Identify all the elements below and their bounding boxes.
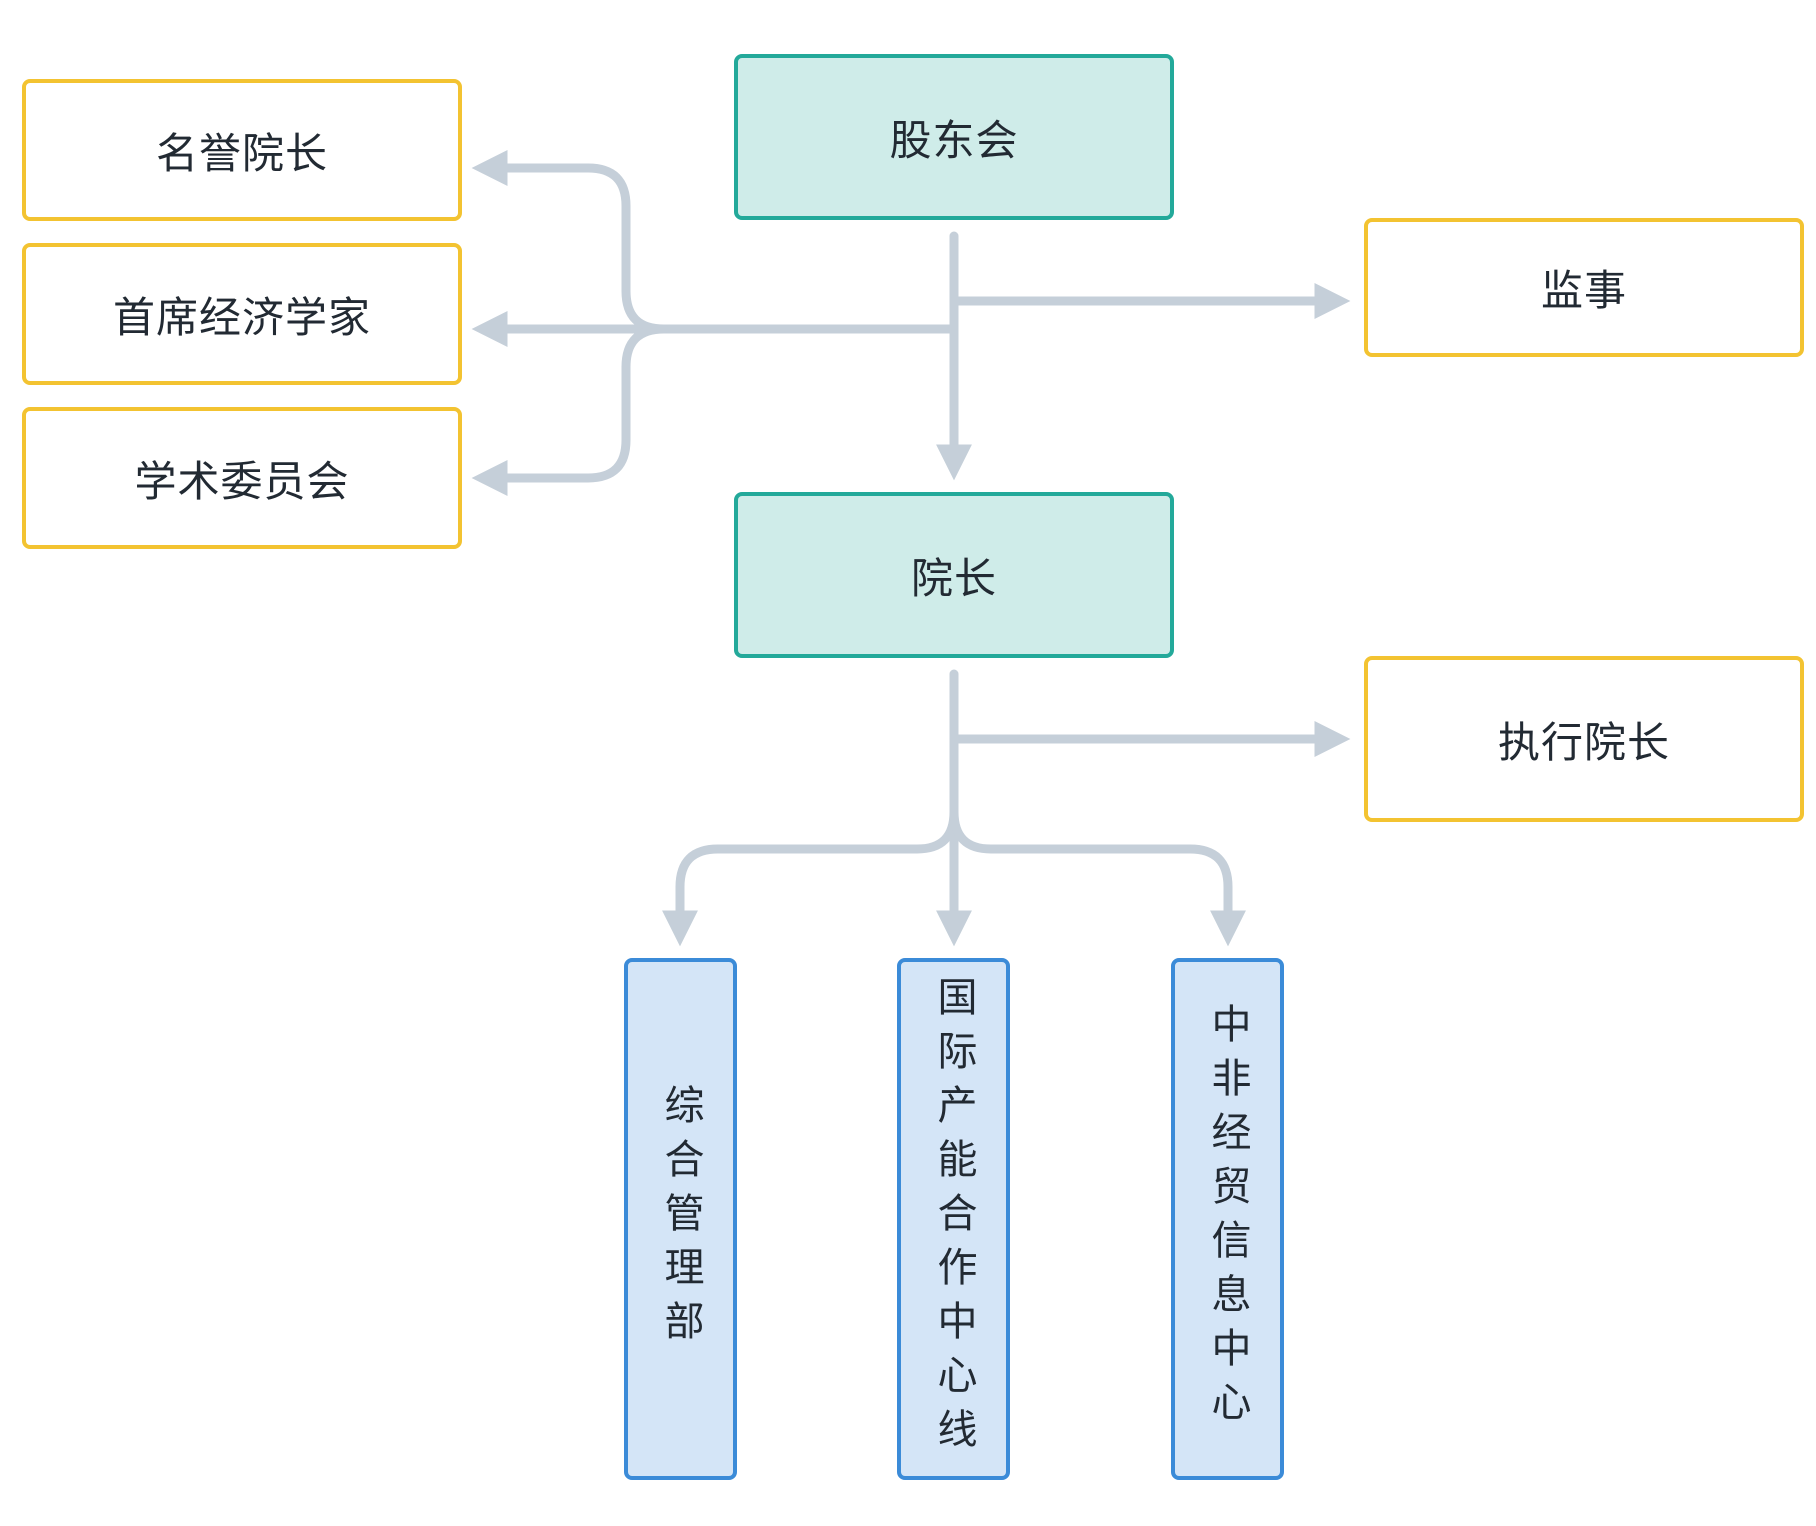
- node-jianshi[interactable]: 监事: [1364, 218, 1804, 357]
- connector-to-zhongfei: [949, 807, 1246, 947]
- connector-to-mingyu: [471, 150, 669, 334]
- node-xueshu-weiyuanhui[interactable]: 学术委员会: [22, 407, 462, 549]
- node-zhongfei-jingmao[interactable]: 中非经贸信息中心: [1171, 958, 1284, 1480]
- node-xueshu-weiyuanhui-label: 学术委员会: [134, 456, 350, 506]
- connector-to-xueshu: [471, 324, 669, 496]
- node-zhixing-yuanzhang[interactable]: 执行院长: [1364, 656, 1804, 822]
- node-gudonghui[interactable]: 股东会: [734, 54, 1174, 220]
- node-zonghe-guanlibu-label: 综合管理部: [657, 1084, 704, 1354]
- node-mingyu-yuanzhang[interactable]: 名誉院长: [22, 79, 462, 221]
- node-shouxi-jingjixuejia[interactable]: 首席经济学家: [22, 243, 462, 385]
- node-zhixing-yuanzhang-label: 执行院长: [1497, 717, 1670, 767]
- node-shouxi-jingjixuejia-label: 首席经济学家: [112, 292, 371, 342]
- node-zhongfei-jingmao-label: 中非经贸信息中心: [1204, 1003, 1251, 1435]
- node-guoji-channeng[interactable]: 国际产能合作中心线: [897, 958, 1010, 1480]
- connector-to-zonghe: [662, 807, 959, 947]
- node-jianshi-label: 监事: [1540, 266, 1627, 315]
- node-yuanzhang[interactable]: 院长: [734, 492, 1174, 658]
- node-yuanzhang-label: 院长: [910, 553, 997, 603]
- node-zonghe-guanlibu[interactable]: 综合管理部: [624, 958, 737, 1480]
- node-gudonghui-label: 股东会: [889, 115, 1019, 165]
- node-mingyu-yuanzhang-label: 名誉院长: [155, 128, 328, 178]
- node-guoji-channeng-label: 国际产能合作中心线: [930, 976, 977, 1462]
